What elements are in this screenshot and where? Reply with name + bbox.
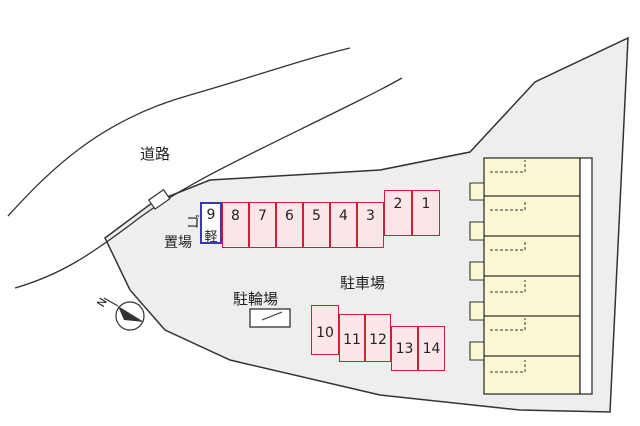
parking-slot: 5 — [303, 202, 330, 248]
parking-slot: 8 — [222, 202, 249, 248]
slot-number: 5 — [312, 208, 321, 224]
parking-slot: 11 — [339, 314, 365, 362]
slot-number: 2 — [393, 196, 403, 212]
garbage-enclosure — [147, 188, 171, 210]
bicycle-parking-divider — [261, 311, 283, 321]
slot-number: 14 — [422, 341, 441, 357]
parking-slot: 7 — [249, 202, 276, 248]
slot-number: 8 — [231, 208, 240, 224]
parking-slot: 4 — [330, 202, 357, 248]
parking-slot: 13 — [391, 326, 418, 371]
slot-number: 4 — [339, 208, 348, 224]
slot-number: 12 — [369, 332, 387, 348]
slot-number: 6 — [285, 208, 294, 224]
bicycle-parking-label: 駐輪場 — [233, 290, 279, 308]
road-edge-upper — [7, 47, 351, 217]
parking-slot: 10 — [311, 305, 339, 355]
parking-slot-9-light-car: 9 軽 — [200, 202, 222, 245]
parking-slot: 1 — [412, 190, 440, 236]
parking-slot: 3 — [357, 202, 384, 248]
light-car-mark: 軽 — [204, 230, 218, 245]
slot-number: 3 — [366, 208, 375, 224]
slot-number: 13 — [395, 341, 414, 357]
slot-number: 11 — [343, 332, 361, 348]
north-arrow-icon — [103, 297, 145, 331]
parking-slot: 6 — [276, 202, 303, 248]
bicycle-parking-box — [249, 308, 291, 328]
road-label: 道路 — [140, 145, 171, 163]
parking-lot-label: 駐車場 — [340, 274, 386, 292]
slot-number: 10 — [316, 325, 334, 341]
parking-slot: 2 — [384, 190, 412, 236]
parking-slot: 14 — [418, 326, 445, 371]
slot-number: 7 — [258, 208, 267, 224]
building — [469, 157, 593, 395]
slot-number: 9 — [206, 207, 216, 223]
slot-number: 1 — [421, 196, 431, 212]
parking-slot: 12 — [365, 314, 391, 362]
garbage-label-line2: 置場 — [164, 235, 192, 251]
road-edge-lower — [14, 77, 403, 289]
